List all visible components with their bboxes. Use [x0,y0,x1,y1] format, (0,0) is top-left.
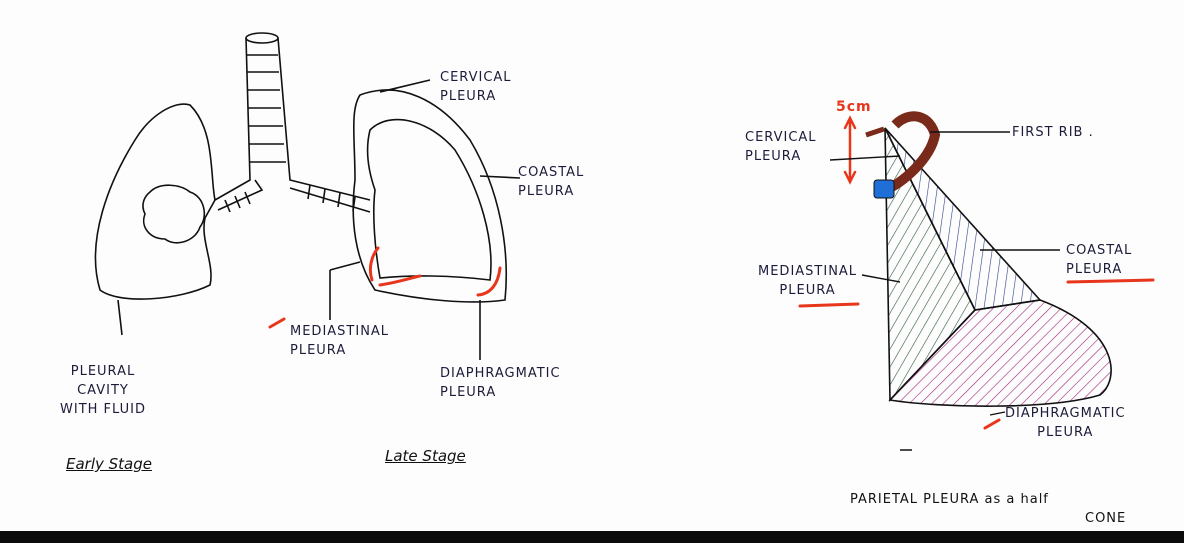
cervical-pleura-label: CERVICAL PLEURA [440,68,512,106]
label-line: WITH FLUID [60,402,146,417]
label-line: PLEURA [745,149,802,164]
late-lung-inner [366,118,492,281]
trachea [204,32,371,219]
label-line: PLEURA [1037,425,1094,440]
label-line: PLEURAL [70,364,136,379]
label-line: DIAPHRAGMATIC [1005,406,1126,421]
label-line: DIAPHRAGMATIC [440,366,561,381]
label-line: MEDIASTINAL [290,324,390,339]
early-stage-caption: Early Stage [66,455,152,473]
bottom-edge [0,531,1184,543]
first-rib-label: FIRST RIB . [1012,125,1094,140]
label-line: CERVICAL [745,130,817,145]
label-line: CAVITY [77,383,129,398]
label-line: PLEURA [290,343,347,358]
label-line: PLEURA [779,283,836,298]
label-line: PLEURA [518,184,575,199]
mediastinal-pleura-label: MEDIASTINAL PLEURA [290,322,389,360]
right-cervical-pleura-label: CERVICAL PLEURA [745,128,817,166]
caption-line: CONE [1085,511,1127,526]
caption-line: PARIETAL PLEURA as a half [850,492,1049,507]
pointer [117,299,123,336]
label-line: PLEURA [440,385,497,400]
label-line: COASTAL [1066,243,1133,258]
measurement-label: 5cm [836,99,872,115]
fluid-blob [142,184,206,244]
right-mediastinal-pleura-label: MEDIASTINAL PLEURA [758,262,857,300]
label-line: CERVICAL [440,70,512,85]
late-lung-outer [352,89,508,303]
label-line: PLEURA [440,89,497,104]
diaphragmatic-pleura-label: DIAPHRAGMATIC PLEURA [440,364,561,402]
early-lung [94,103,216,300]
pleural-cavity-label: PLEURAL CAVITY WITH FLUID [60,362,146,419]
late-stage-caption: Late Stage [385,447,466,465]
label-line: PLEURA [1066,262,1123,277]
half-cone [829,111,1112,451]
right-diaphragmatic-pleura-label: DIAPHRAGMATIC PLEURA [1005,404,1126,442]
coastal-pleura-label: COASTAL PLEURA [518,163,584,201]
label-line: COASTAL [518,165,585,180]
label-line: MEDIASTINAL [758,264,858,279]
right-coastal-pleura-label: COASTAL PLEURA [1066,241,1132,279]
